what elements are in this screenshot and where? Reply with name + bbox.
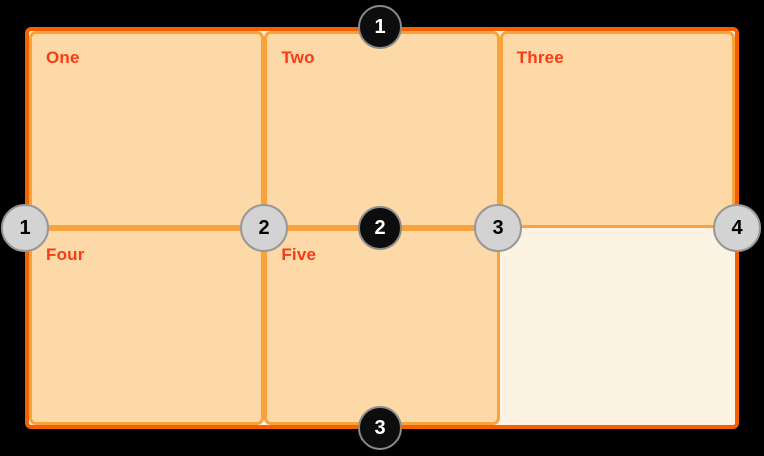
grid-cell-one: One	[29, 31, 265, 228]
row-line-marker-2: 2	[358, 206, 402, 250]
row-line-number: 1	[374, 16, 386, 38]
grid-cell-two: Two	[264, 31, 500, 228]
column-line-marker-4: 4	[713, 204, 761, 252]
cell-label: Two	[281, 48, 315, 67]
column-line-number: 4	[731, 217, 743, 239]
grid-container: One Two Three Four Five	[25, 27, 739, 429]
grid-cell-three: Three	[499, 31, 735, 228]
row-line-number: 2	[374, 217, 386, 239]
grid-cell-empty	[500, 228, 735, 425]
grid-cell-four: Four	[29, 228, 265, 425]
grid-cell-five: Five	[264, 228, 500, 425]
row-line-marker-1: 1	[358, 5, 402, 49]
cell-label: Three	[516, 48, 564, 67]
column-line-marker-1: 1	[1, 204, 49, 252]
cell-label: Five	[281, 245, 317, 264]
column-line-number: 1	[19, 217, 31, 239]
column-line-number: 2	[258, 217, 270, 239]
column-line-number: 3	[492, 217, 504, 239]
cell-label: Four	[46, 245, 85, 264]
row-line-number: 3	[374, 417, 386, 439]
column-line-marker-3: 3	[474, 204, 522, 252]
cell-label: One	[46, 48, 80, 67]
column-line-marker-2: 2	[240, 204, 288, 252]
row-line-marker-3: 3	[358, 406, 402, 450]
